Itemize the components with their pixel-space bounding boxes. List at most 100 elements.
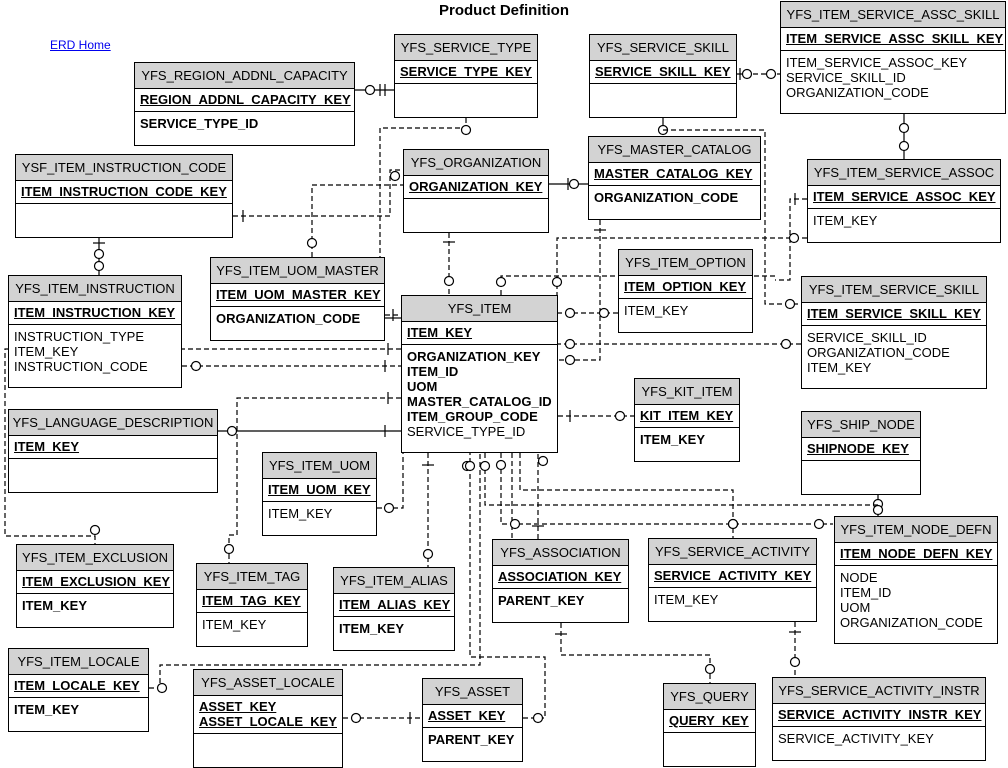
primary-key-section: ITEM_KEY <box>402 322 557 345</box>
relationship-line <box>519 453 734 538</box>
primary-key-field: ITEM_SERVICE_ASSOC_KEY <box>813 189 996 204</box>
optional-marker <box>813 518 825 530</box>
optional-marker <box>306 237 318 249</box>
entity-name: YFS_SERVICE_SKILL <box>590 35 736 61</box>
optional-marker <box>422 548 434 560</box>
entity-name: YFS_ASSET_LOCALE <box>194 670 342 696</box>
primary-key-field: ITEM_NODE_DEFN_KEY <box>840 546 993 561</box>
attribute-field: ITEM_SERVICE_ASSOC_KEY <box>786 55 968 70</box>
optional-marker <box>564 338 576 350</box>
primary-key-field: MASTER_CATALOG_KEY <box>594 166 753 181</box>
primary-key-section: ITEM_UOM_MASTER_KEY <box>211 284 384 307</box>
attribute-section <box>664 733 755 741</box>
relationship-line <box>379 118 467 316</box>
primary-key-field: SERVICE_SKILL_KEY <box>595 64 731 79</box>
primary-key-field: ITEM_SERVICE_ASSC_SKILL_KEY <box>786 31 1004 46</box>
optional-marker <box>226 425 238 437</box>
attribute-section: PARENT_KEY <box>423 728 522 751</box>
attribute-field: PARENT_KEY <box>428 732 515 747</box>
attribute-section: ORGANIZATION_CODE <box>589 186 760 209</box>
optional-marker <box>350 712 362 724</box>
optional-marker <box>727 518 739 530</box>
primary-key-field: ORGANIZATION_KEY <box>409 179 543 194</box>
attribute-section <box>802 461 920 469</box>
attribute-section: ITEM_KEY <box>17 594 173 617</box>
entity-name: YFS_ITEM_OPTION <box>619 250 752 276</box>
entity-name: YFS_ITEM_TAG <box>197 564 307 590</box>
optional-marker <box>765 68 777 80</box>
optional-marker <box>898 140 910 152</box>
primary-key-section: ASSOCIATION_KEY <box>493 566 628 589</box>
primary-key-field: REGION_ADDNL_CAPACITY_KEY <box>140 92 351 107</box>
primary-key-field: ASSET_KEY <box>199 699 277 714</box>
attribute-field: SERVICE_SKILL_ID <box>807 330 927 345</box>
attribute-field: ORGANIZATION_CODE <box>840 615 983 630</box>
attribute-section: PARENT_KEY <box>493 589 628 612</box>
optional-marker <box>190 360 202 372</box>
attribute-field: INSTRUCTION_TYPE <box>14 329 145 344</box>
optional-marker <box>598 307 610 319</box>
attribute-section <box>194 734 342 742</box>
primary-key-field: ITEM_ALIAS_KEY <box>339 597 451 612</box>
primary-key-section: ITEM_UOM_KEY <box>263 479 376 502</box>
primary-key-section: ASSET_KEY <box>423 705 522 728</box>
entity-name: YFS_SERVICE_ACTIVITY <box>649 539 816 565</box>
optional-marker <box>93 260 105 272</box>
entity-name: YFS_ORGANIZATION <box>404 150 548 176</box>
attribute-field: SERVICE_TYPE_ID <box>407 424 526 439</box>
optional-marker <box>93 248 105 260</box>
attribute-field: ITEM_ID <box>840 585 892 600</box>
optional-marker <box>443 275 455 287</box>
primary-key-section: ITEM_SERVICE_SKILL_KEY <box>802 303 986 326</box>
attribute-field: ITEM_ID <box>407 364 459 379</box>
attribute-field: UOM <box>840 600 871 615</box>
primary-key-field: ITEM_UOM_MASTER_KEY <box>216 287 381 302</box>
attribute-section: ITEM_KEY <box>9 698 148 721</box>
erd-home-link[interactable]: ERD Home <box>50 38 111 52</box>
attribute-field: PARENT_KEY <box>498 593 585 608</box>
optional-marker <box>364 84 376 96</box>
entity-yfs-service-skill[interactable]: YFS_SERVICE_SKILL SERVICE_SKILL_KEY <box>589 34 737 118</box>
primary-key-section: SERVICE_ACTIVITY_KEY <box>649 565 816 588</box>
entity-name: YFS_KIT_ITEM <box>635 379 739 405</box>
attribute-section: ITEM_KEY <box>808 209 1000 232</box>
optional-marker <box>389 170 401 182</box>
entity-yfs-organization[interactable]: YFS_ORGANIZATION ORGANIZATION_KEY <box>403 149 549 233</box>
primary-key-section: SERVICE_TYPE_KEY <box>395 61 537 84</box>
optional-marker <box>383 502 395 514</box>
optional-marker <box>564 307 576 319</box>
entity-name: YFS_ITEM_EXCLUSION <box>17 545 173 571</box>
relationship-line <box>377 453 404 509</box>
relationship-line <box>469 453 546 719</box>
entity-name: YFS_ASSOCIATION <box>493 540 628 566</box>
page-title: Product Definition <box>439 2 569 19</box>
